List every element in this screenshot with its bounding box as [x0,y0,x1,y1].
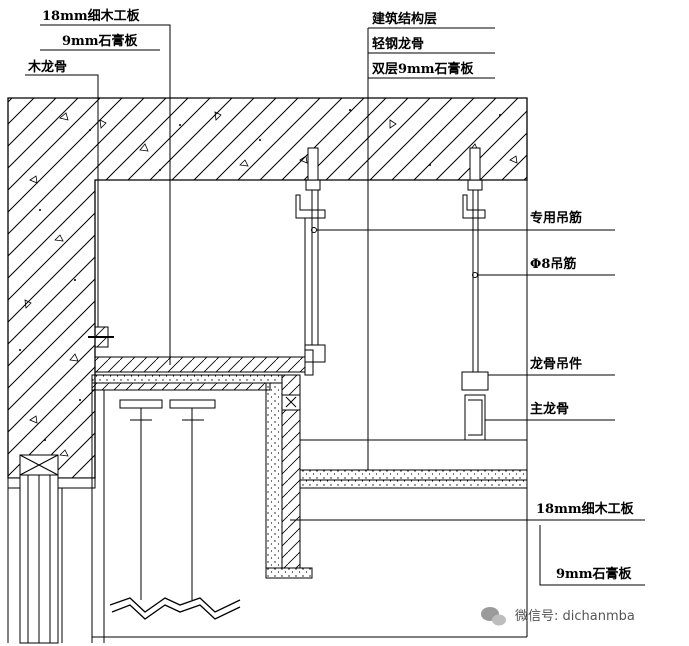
label-light-steel-keel: 轻钢龙骨 [372,36,424,52]
plywood-shelf [94,349,314,376]
watermark: 微信号: dichanmba [481,607,635,626]
label-gypsum-9mm-top: 9mm石膏板 [62,33,139,49]
curtain-track [109,399,241,620]
label-main-keel: 主龙骨 [530,401,569,417]
wechat-icon [481,607,506,626]
left-wall [7,454,96,644]
ceiling-boards [299,98,528,637]
label-plywood-18mm-top: 18mm细木工板 [42,8,141,24]
label-special-hanger: 专用吊筋 [530,210,582,226]
label-keel-hanger: 龙骨吊件 [530,356,582,372]
label-double-gypsum: 双层9mm石膏板 [372,61,475,77]
label-structure-layer: 建筑结构层 [372,11,437,27]
label-plywood-18mm-bottom: 18mm细木工板 [536,501,635,517]
aggregate-marks [24,111,518,457]
wood-keel [88,326,114,348]
label-gypsum-9mm-bottom: 9mm石膏板 [556,566,633,582]
gypsum-frame [91,374,313,579]
leader-lines [25,24,645,586]
label-phi8-hanger: Φ8吊筋 [530,256,576,272]
aggregate-dots [19,109,501,441]
window-opening [91,390,527,643]
watermark-text: 微信号: dichanmba [515,609,635,624]
hanger-system [295,147,489,441]
label-wood-keel: 木龙骨 [27,59,67,75]
